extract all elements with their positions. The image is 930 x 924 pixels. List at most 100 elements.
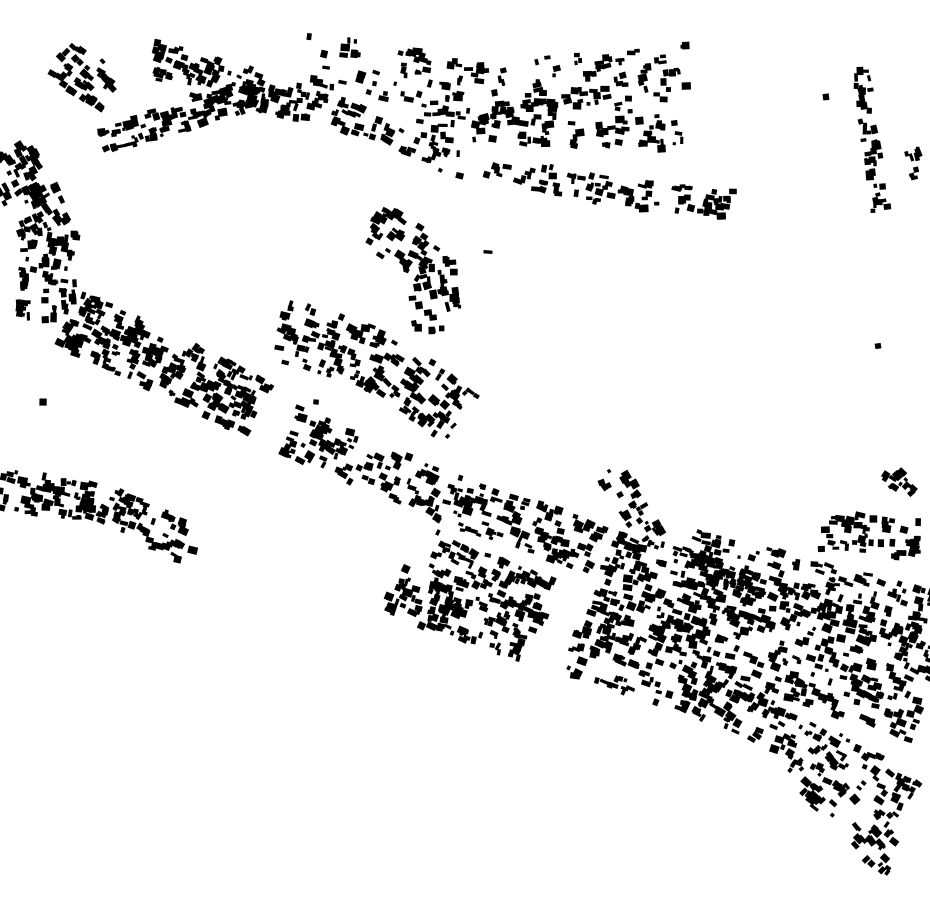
building: [771, 687, 780, 695]
building: [21, 233, 26, 239]
building: [724, 665, 736, 675]
building: [304, 303, 312, 312]
building: [27, 240, 35, 250]
building: [832, 662, 839, 669]
building: [42, 221, 49, 229]
building: [427, 495, 433, 502]
building: [585, 76, 591, 82]
building: [84, 93, 93, 102]
building: [860, 674, 872, 685]
building: [717, 215, 726, 220]
building: [669, 570, 679, 576]
building: [927, 588, 930, 597]
building: [215, 402, 227, 411]
building: [485, 527, 495, 537]
building: [834, 582, 841, 587]
building: [52, 495, 60, 500]
building: [883, 829, 893, 839]
building: [70, 230, 78, 238]
building: [57, 195, 66, 204]
building: [665, 690, 674, 700]
building: [768, 605, 777, 612]
building: [535, 517, 543, 524]
building: [65, 85, 75, 95]
building: [867, 630, 873, 635]
building: [74, 46, 83, 54]
building: [641, 196, 648, 201]
building: [777, 720, 786, 728]
building: [396, 229, 405, 239]
building: [861, 763, 868, 770]
building: [63, 334, 73, 344]
building: [404, 452, 414, 462]
building: [393, 460, 401, 469]
building: [403, 405, 412, 414]
building: [826, 636, 835, 645]
building: [538, 137, 548, 144]
building: [883, 203, 892, 210]
building: [238, 99, 245, 106]
building: [651, 648, 659, 657]
building: [494, 100, 505, 107]
building: [443, 147, 450, 157]
building: [783, 693, 795, 702]
building: [533, 86, 544, 93]
building: [95, 308, 106, 317]
building: [872, 196, 879, 205]
building: [197, 73, 207, 82]
building: [870, 125, 875, 130]
building: [715, 633, 724, 641]
building: [784, 674, 793, 684]
building: [317, 420, 327, 427]
building: [353, 39, 358, 44]
building: [426, 276, 431, 285]
building: [61, 328, 69, 334]
building: [448, 593, 454, 601]
building: [548, 172, 554, 179]
building: [413, 274, 421, 283]
building: [645, 190, 653, 198]
building: [834, 605, 844, 615]
building: [344, 427, 356, 437]
building: [863, 122, 868, 128]
building: [68, 42, 77, 51]
building: [864, 151, 872, 157]
building: [394, 392, 401, 398]
building: [874, 838, 886, 849]
building: [96, 517, 106, 524]
building: [877, 861, 884, 868]
building: [860, 752, 871, 762]
building: [596, 625, 603, 635]
building: [159, 345, 169, 353]
building: [662, 69, 670, 77]
building: [116, 143, 127, 149]
building: [910, 631, 919, 637]
building: [862, 69, 869, 73]
building: [415, 90, 423, 99]
building: [500, 78, 506, 87]
building: [574, 128, 585, 137]
building: [614, 138, 623, 146]
building: [86, 74, 95, 82]
building: [389, 607, 397, 617]
building: [255, 107, 263, 113]
building: [289, 448, 296, 455]
building: [321, 333, 329, 339]
building: [322, 93, 329, 101]
building: [890, 794, 901, 804]
building: [859, 548, 867, 553]
building: [400, 563, 411, 575]
building: [43, 498, 54, 507]
building: [517, 565, 523, 571]
building: [34, 160, 44, 171]
building: [63, 266, 68, 272]
building: [670, 635, 679, 642]
building: [856, 785, 863, 791]
building: [234, 110, 241, 117]
building: [453, 398, 460, 405]
building: [534, 58, 540, 66]
building: [854, 73, 859, 82]
building: [457, 488, 464, 493]
building: [736, 589, 741, 595]
building: [66, 481, 71, 485]
